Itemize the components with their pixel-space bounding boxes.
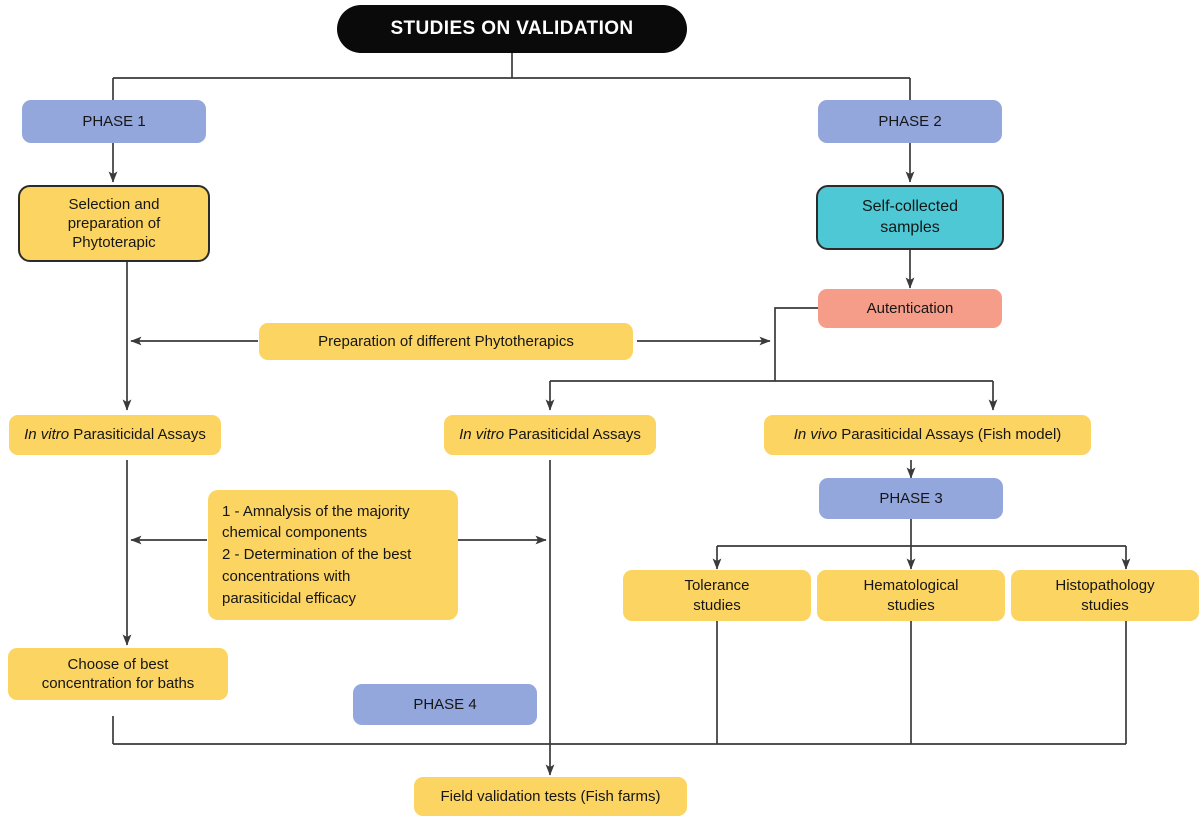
node-choose-of-best-concentration[interactable]: Choose of best concentration for baths (8, 648, 228, 700)
node-label: In vivo Parasiticidal Assays (Fish model… (794, 425, 1062, 444)
node-label: In vitro Parasiticidal Assays (24, 425, 206, 444)
node-phase-2[interactable]: PHASE 2 (818, 100, 1002, 143)
edge-autentication-split (774, 307, 820, 381)
node-tolerance-studies[interactable]: Tolerance studies (623, 570, 811, 621)
node-label: PHASE 2 (878, 112, 942, 130)
node-label: PHASE 4 (413, 695, 477, 713)
node-label: PHASE 1 (82, 112, 146, 130)
node-label-italic: In vitro (24, 426, 70, 444)
node-label: Preparation of different Phytotherapics (318, 332, 574, 350)
node-in-vitro-parasiticidal-assays-middle[interactable]: In vitro Parasiticidal Assays (444, 415, 656, 455)
node-phase-3[interactable]: PHASE 3 (819, 478, 1003, 519)
node-label: In vitro Parasiticidal Assays (459, 425, 641, 444)
node-autentication[interactable]: Autentication (818, 289, 1002, 328)
node-label: Selection and preparation of Phytoterapi… (67, 195, 161, 252)
node-hematological-studies[interactable]: Hematological studies (817, 570, 1005, 621)
node-label-italic: In vitro (459, 426, 505, 444)
node-label: Field validation tests (Fish farms) (440, 787, 661, 805)
node-label-rest: Parasiticidal Assays (Fish model) (837, 426, 1062, 444)
node-histopathology-studies[interactable]: Histopathology studies (1011, 570, 1199, 621)
node-label: Tolerance studies (684, 577, 750, 614)
node-label: PHASE 3 (879, 489, 943, 507)
node-label: STUDIES ON VALIDATION (390, 17, 634, 39)
node-self-collected-samples[interactable]: Self-collected samples (816, 185, 1004, 250)
node-analysis-determination[interactable]: 1 - Amnalysis of the majority chemical c… (208, 490, 458, 620)
node-phase-4[interactable]: PHASE 4 (353, 684, 537, 725)
node-in-vivo-parasiticidal-assays-fish-model[interactable]: In vivo Parasiticidal Assays (Fish model… (764, 415, 1091, 455)
node-label: Self-collected samples (861, 198, 959, 236)
node-field-validation-tests[interactable]: Field validation tests (Fish farms) (414, 777, 687, 816)
node-label: Choose of best concentration for baths (41, 655, 195, 692)
node-label-italic: In vivo (793, 426, 838, 444)
node-in-vitro-parasiticidal-assays-left[interactable]: In vitro Parasiticidal Assays (9, 415, 221, 455)
node-label: Hematological studies (863, 577, 959, 614)
node-preparation-of-different-phytotherapics[interactable]: Preparation of different Phytotherapics (259, 323, 633, 360)
node-label-rest: Parasiticidal Assays (69, 426, 206, 444)
node-label: Histopathology studies (1055, 577, 1155, 614)
node-phase-1[interactable]: PHASE 1 (22, 100, 206, 143)
node-label: 1 - Amnalysis of the majority chemical c… (222, 502, 412, 607)
node-label: Autentication (866, 299, 954, 317)
node-selection-preparation-phytoterapic[interactable]: Selection and preparation of Phytoterapi… (18, 185, 210, 262)
node-studies-on-validation[interactable]: STUDIES ON VALIDATION (337, 5, 687, 53)
node-label-rest: Parasiticidal Assays (504, 426, 641, 444)
